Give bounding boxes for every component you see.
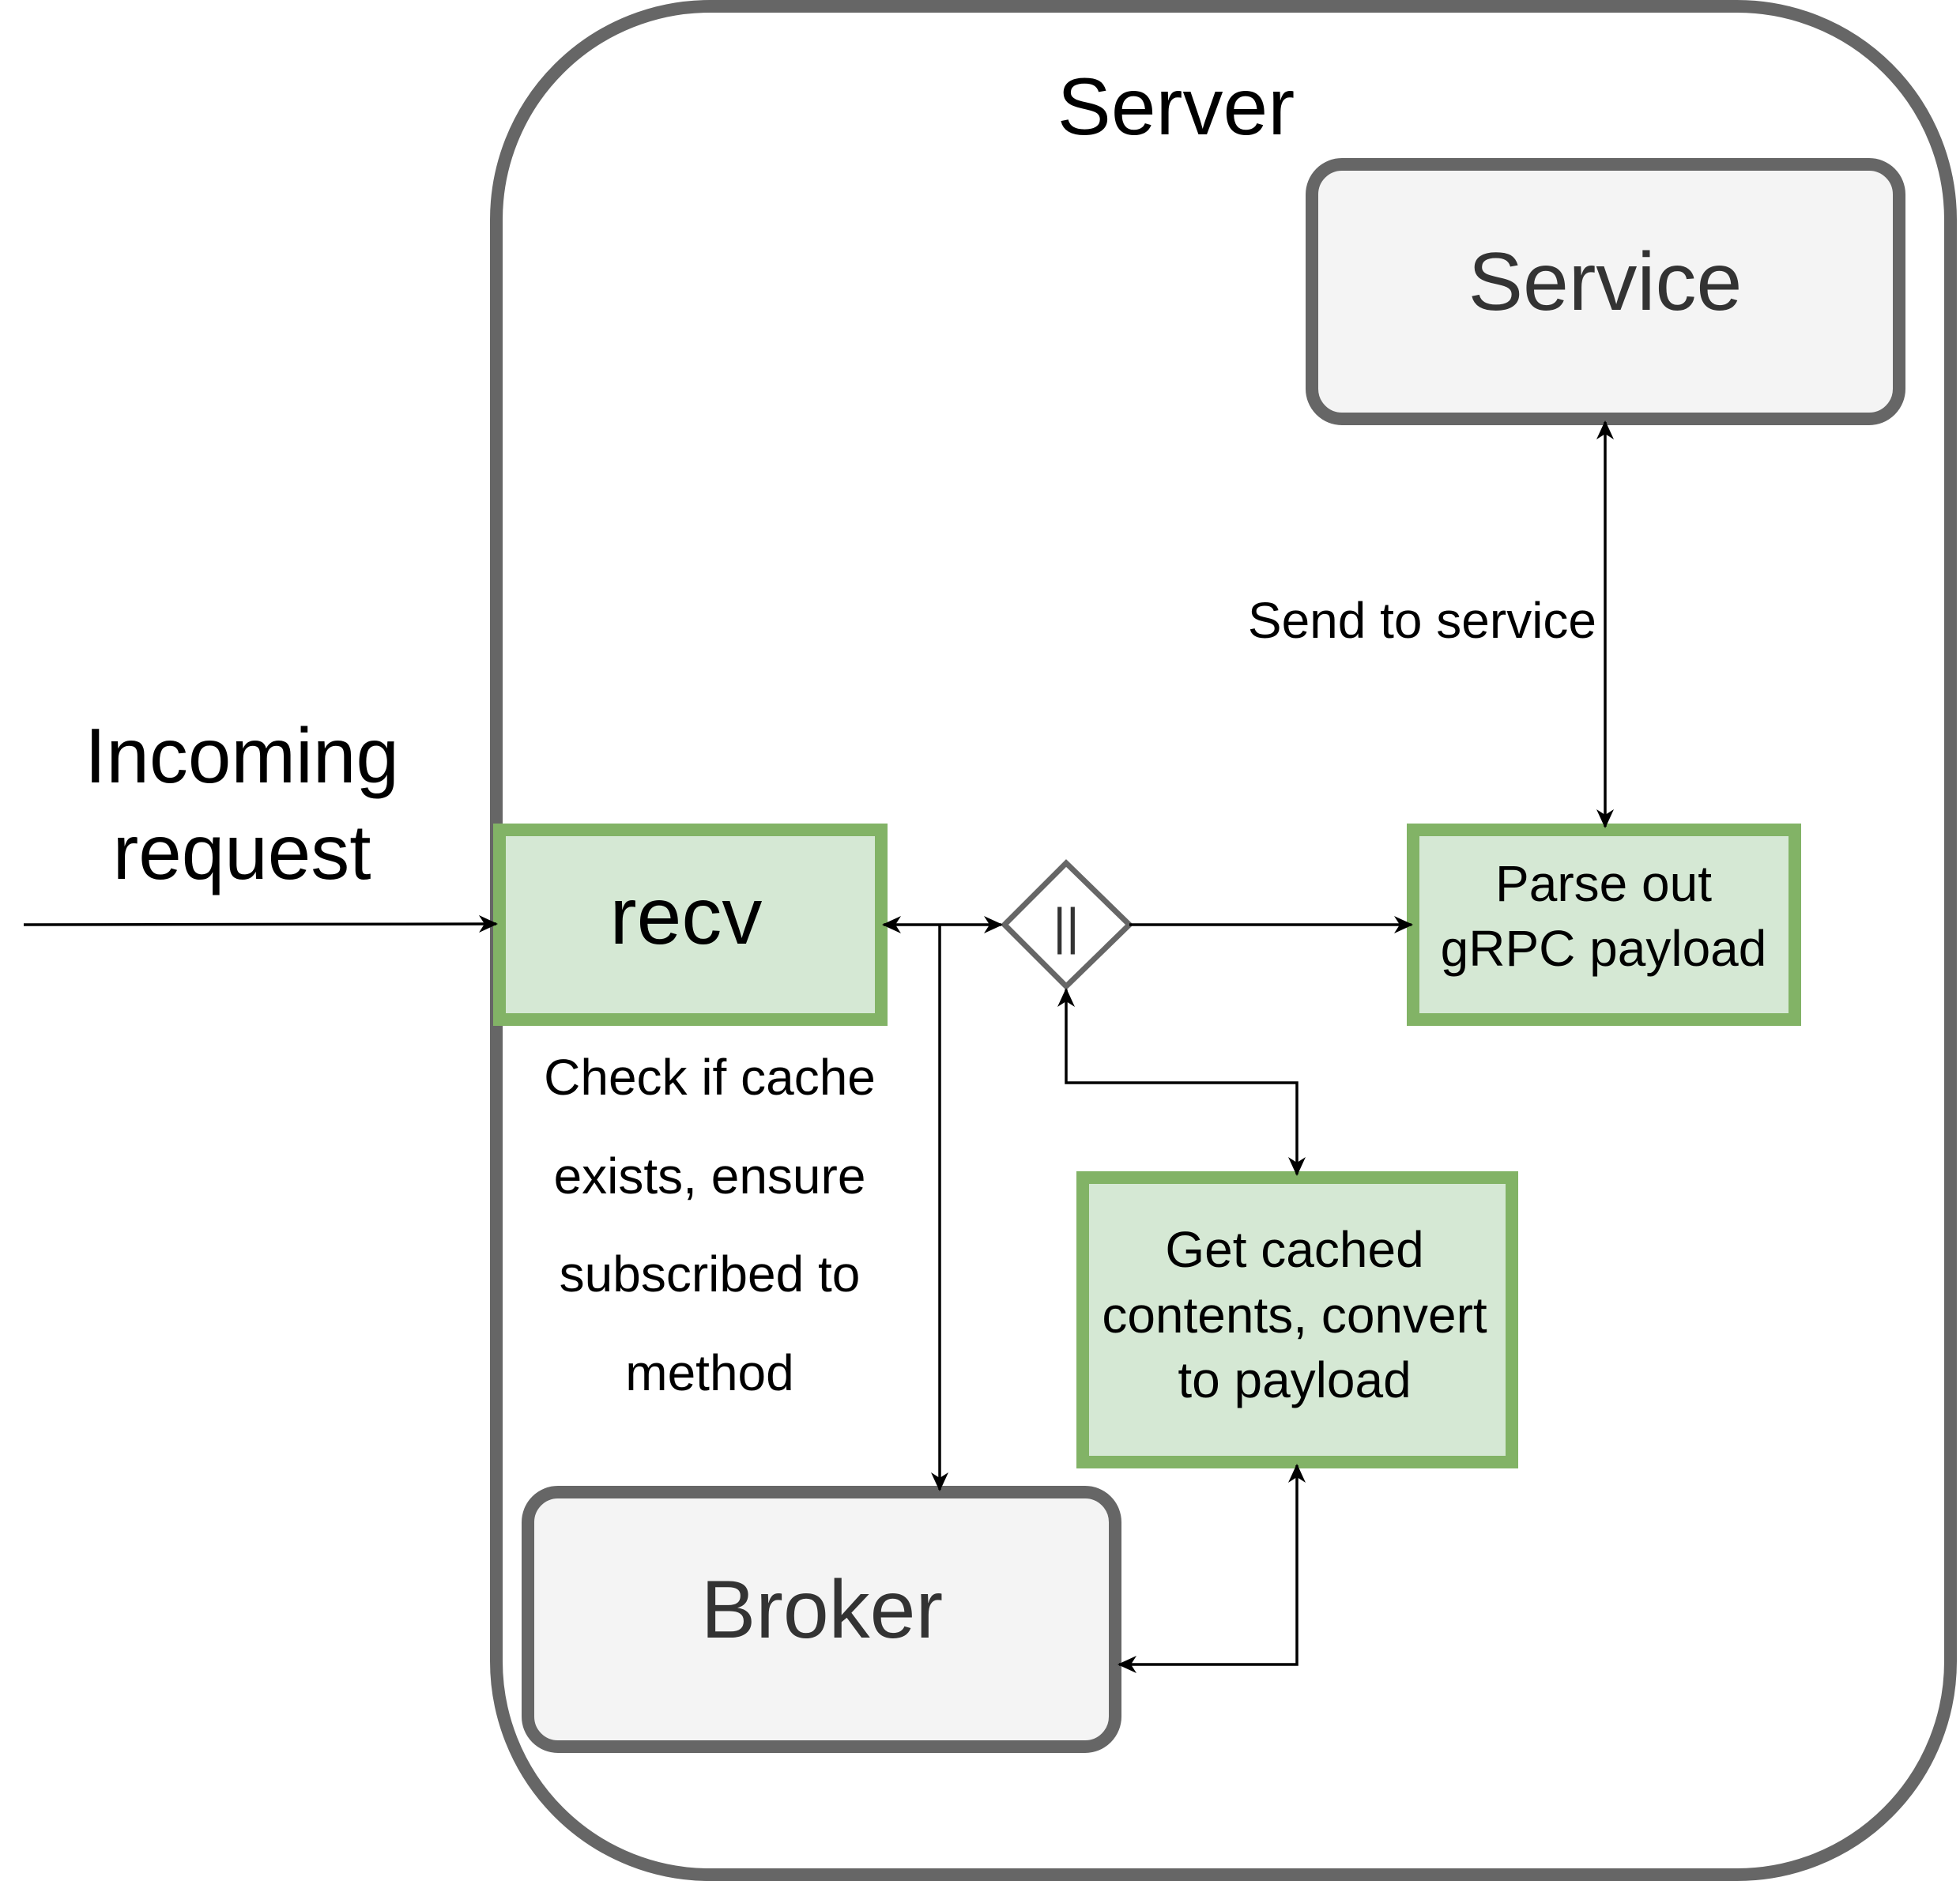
- service-label: Service: [1468, 236, 1743, 328]
- parallel-gateway: [1001, 859, 1134, 990]
- check-cache-line3: subscribed to: [560, 1246, 861, 1302]
- send-to-service-label: Send to service: [1248, 592, 1596, 649]
- broker-box: [522, 1486, 1121, 1753]
- cached-broker-connector: [1118, 1464, 1306, 1673]
- cached-contents-box: [1076, 1171, 1518, 1468]
- parse-payload-line1: Parse out: [1495, 855, 1712, 912]
- check-cache-line2: exists, ensure: [554, 1148, 866, 1204]
- incoming-request-arrow: [23, 915, 498, 933]
- cached-contents-line3: to payload: [1178, 1351, 1411, 1408]
- gateway-cached-connector: [1057, 988, 1306, 1176]
- check-cache-line4: method: [625, 1344, 793, 1401]
- parallel-gateway-symbol: ||: [1053, 898, 1079, 955]
- incoming-request-line2: request: [113, 809, 371, 895]
- check-cache-line1: Check if cache: [544, 1049, 876, 1106]
- incoming-request-line1: Incoming: [85, 712, 399, 799]
- recv-box: [493, 824, 888, 1026]
- parse-payload-line2: gRPC payload: [1441, 920, 1767, 977]
- broker-label: Broker: [701, 1564, 943, 1656]
- cached-contents-line1: Get cached: [1165, 1221, 1423, 1278]
- server-title: Server: [1057, 62, 1295, 152]
- parse-payload-box: [1407, 824, 1801, 1026]
- cached-contents-line2: contents, convert: [1102, 1287, 1487, 1344]
- service-box: [1306, 158, 1905, 425]
- recv-label: recv: [610, 871, 763, 961]
